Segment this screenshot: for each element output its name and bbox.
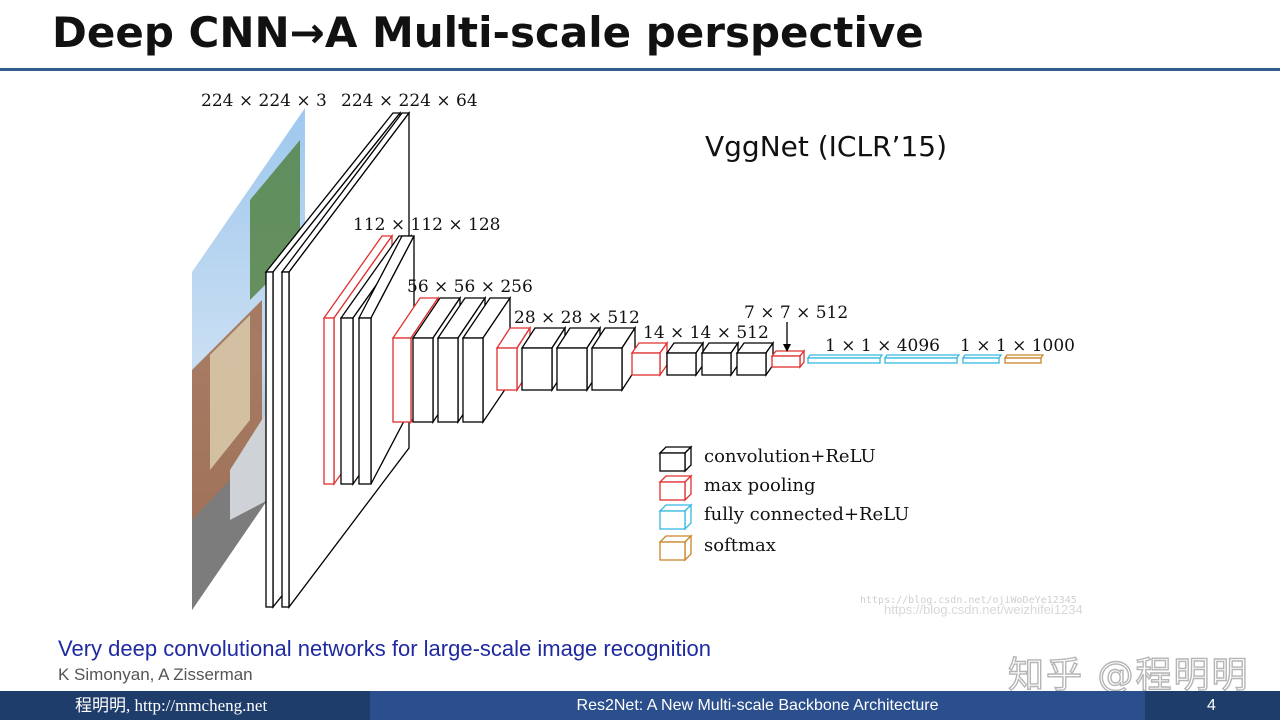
softmax-layer	[1003, 354, 1045, 364]
dim-input: 224 × 224 × 3	[201, 91, 327, 111]
dim-block3: 56 × 56 × 256	[407, 277, 533, 297]
page-number: 4	[1207, 697, 1216, 714]
dim-pool5: 7 × 7 × 512	[744, 303, 848, 323]
legend-label-pool: max pooling	[704, 475, 816, 496]
dim-output: 1 × 1 × 1000	[960, 336, 1075, 356]
legend-label-softmax: softmax	[704, 535, 776, 556]
legend: convolution+ReLU max pooling fully conne…	[658, 445, 909, 562]
legend-swatch-softmax	[658, 534, 693, 562]
slide-title: Deep CNN→A Multi-scale perspective	[52, 8, 924, 57]
footer-title: Res2Net: A New Multi-scale Backbone Arch…	[370, 691, 1145, 720]
legend-label-fc: fully connected+ReLU	[704, 504, 909, 525]
csdn-watermark-1: https://blog.csdn.net/ojiWoDeYe12345	[860, 595, 1077, 606]
block5-conv	[665, 340, 775, 378]
dim-fc: 1 × 1 × 4096	[825, 336, 940, 356]
legend-label-conv: convolution+ReLU	[704, 446, 876, 467]
footer-page: 4	[1145, 691, 1280, 720]
dim-block4: 28 × 28 × 512	[514, 308, 640, 328]
fc-layers	[806, 354, 1003, 364]
block3-conv	[411, 295, 512, 425]
dim-block2: 112 × 112 × 128	[353, 215, 500, 235]
dim-block5: 14 × 14 × 512	[643, 323, 769, 343]
title-divider	[0, 68, 1280, 71]
csdn-watermark-2: https://blog.csdn.net/weizhifei1234	[884, 602, 1083, 617]
block5-pool	[630, 340, 669, 378]
pool5	[770, 349, 806, 369]
legend-swatch-conv	[658, 445, 693, 473]
paper-authors: K Simonyan, A Zisserman	[58, 665, 253, 684]
legend-swatch-pool	[658, 474, 693, 502]
slide-footer: 程明明, http://mmcheng.net Res2Net: A New M…	[0, 691, 1280, 720]
zhihu-watermark: 知乎 @程明明	[1007, 654, 1250, 696]
block4-conv	[520, 325, 637, 393]
network-label: VggNet (ICLR’15)	[705, 130, 947, 163]
footer-author-text: 程明明, http://mmcheng.net	[75, 696, 268, 715]
vgg-architecture-diagram: 224 × 224 × 3 224 × 224 × 64 112 × 112 ×…	[192, 91, 1083, 617]
footer-author: 程明明, http://mmcheng.net	[0, 691, 370, 720]
legend-swatch-fc	[658, 503, 693, 531]
dim-block1: 224 × 224 × 64	[341, 91, 478, 111]
paper-title: Very deep convolutional networks for lar…	[58, 636, 712, 661]
